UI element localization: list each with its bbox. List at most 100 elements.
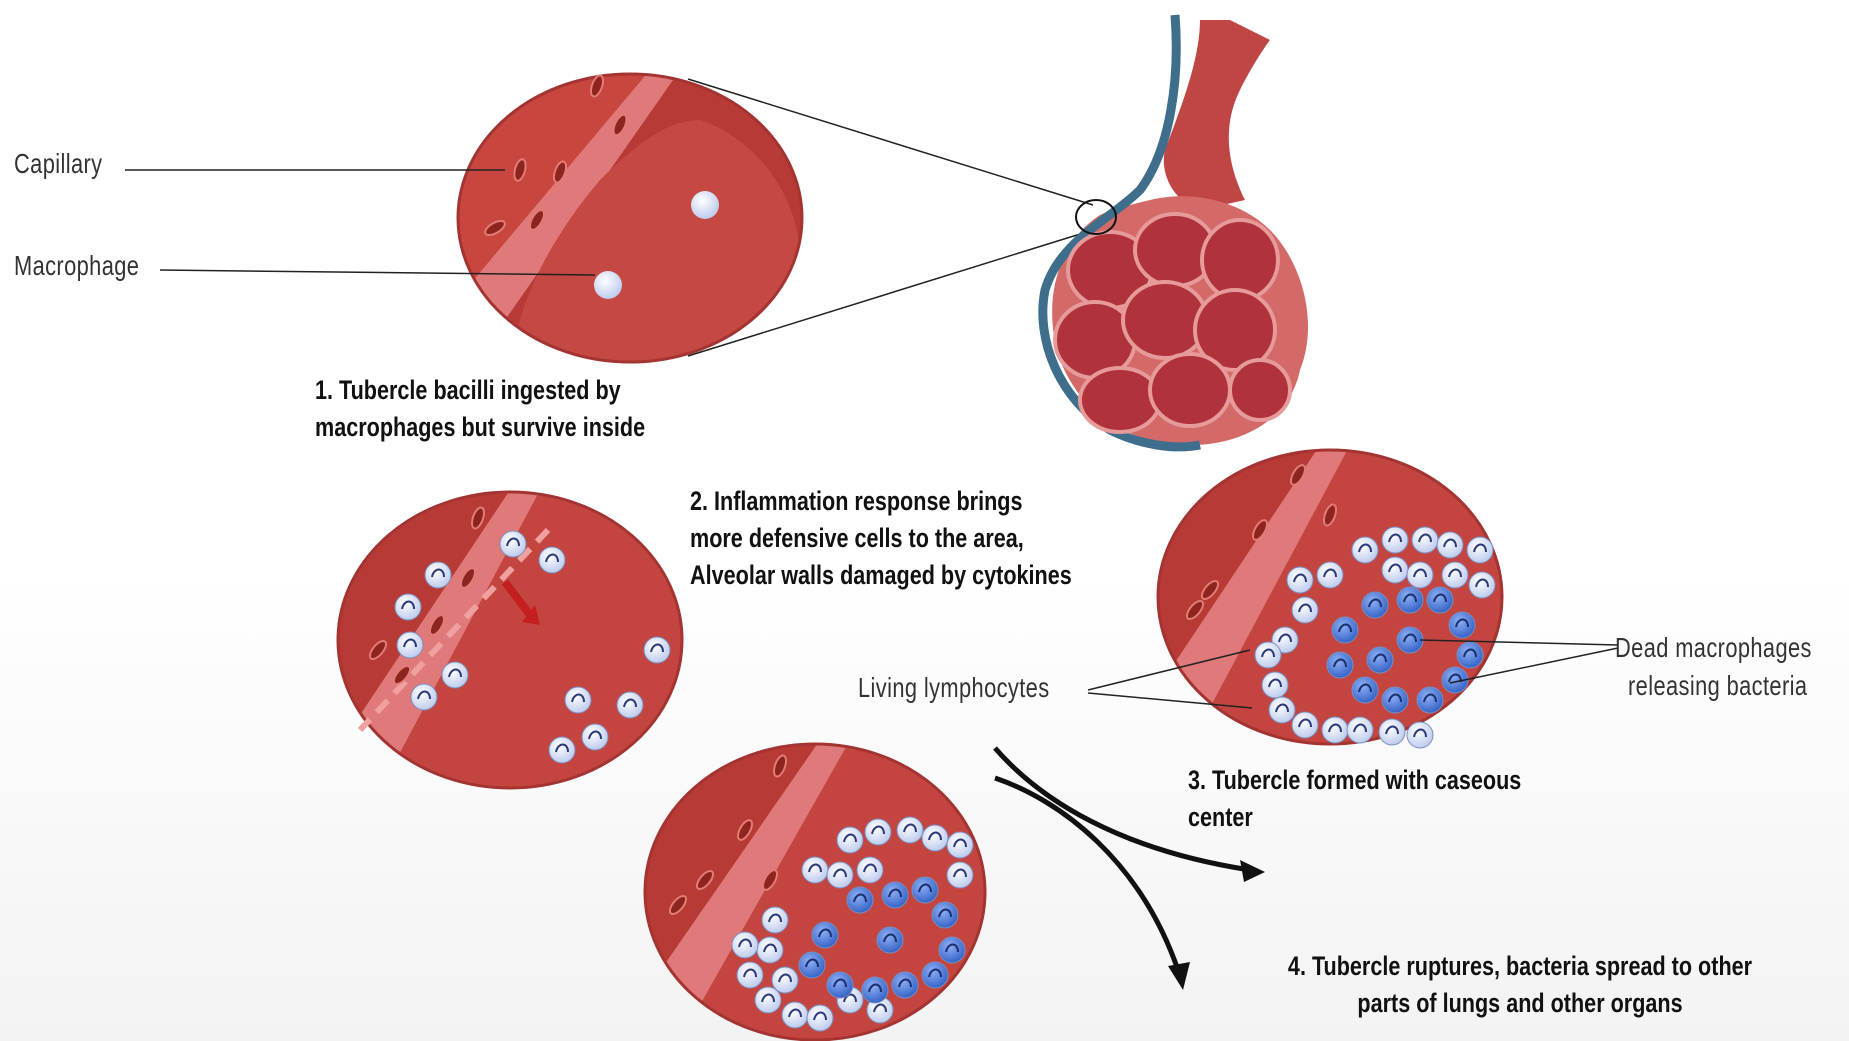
lymphocyte: [1379, 719, 1405, 745]
lymphocyte: [1317, 562, 1343, 588]
step-3-line-2: center: [1188, 799, 1521, 836]
step-4-line-1: 4. Tubercle ruptures, bacteria spread to…: [1240, 948, 1800, 985]
lymphocyte: [947, 862, 973, 888]
lymphocyte: [1437, 532, 1463, 558]
alveoli-cluster: [1043, 15, 1308, 447]
dead-macrophage: [1332, 617, 1358, 643]
lymphocyte: [395, 594, 421, 620]
step-3-line-1: 3. Tubercle formed with caseous: [1188, 762, 1521, 799]
lymphocyte: [807, 1005, 833, 1031]
step-1-line-1: 1. Tubercle bacilli ingested by: [315, 372, 645, 409]
label-dead-macrophages-1: Dead macrophages: [1615, 632, 1812, 664]
dead-macrophage: [922, 962, 948, 988]
lymphocyte: [1292, 712, 1318, 738]
lymphocyte: [1347, 717, 1373, 743]
macrophage-cell: [691, 191, 719, 219]
lymphocyte: [500, 531, 526, 557]
dead-macrophage: [1327, 652, 1353, 678]
dead-macrophage: [877, 927, 903, 953]
macrophage-cell: [594, 271, 622, 299]
dead-macrophage: [1417, 687, 1443, 713]
lymphocyte: [897, 817, 923, 843]
alveolus: [1230, 360, 1290, 420]
stage-4-circle: [640, 740, 1000, 1041]
lymphocyte: [565, 687, 591, 713]
lymphocyte: [411, 684, 437, 710]
lymphocyte: [1292, 597, 1318, 623]
alveolus: [1080, 368, 1160, 432]
step-1-caption: 1. Tubercle bacilli ingested by macropha…: [315, 372, 645, 446]
step-1-line-2: macrophages but survive inside: [315, 409, 645, 446]
dead-macrophage: [939, 937, 965, 963]
lymphocyte: [1382, 557, 1408, 583]
dead-macrophage: [799, 952, 825, 978]
lymphocyte: [1469, 572, 1495, 598]
lymphocyte: [1352, 537, 1378, 563]
dead-macrophage: [882, 882, 908, 908]
dead-macrophage: [1362, 592, 1388, 618]
lymphocyte: [644, 637, 670, 663]
lymphocyte: [782, 1002, 808, 1028]
label-capillary: Capillary: [14, 148, 102, 180]
dead-macrophage: [862, 977, 888, 1003]
spread-arrow-2: [995, 778, 1178, 970]
lymphocyte: [857, 857, 883, 883]
dead-macrophage: [1367, 647, 1393, 673]
dead-macrophage: [912, 877, 938, 903]
step-2-line-1: 2. Inflammation response brings: [690, 483, 1072, 520]
lymphocyte: [737, 962, 763, 988]
lymphocyte: [1287, 567, 1313, 593]
dead-macrophage: [1449, 612, 1475, 638]
dead-macrophage: [932, 902, 958, 928]
lymphocyte: [837, 827, 863, 853]
lymphocyte: [772, 967, 798, 993]
lymphocyte: [1407, 562, 1433, 588]
step-2-caption: 2. Inflammation response brings more def…: [690, 483, 1072, 594]
spread-arrowhead-1: [1240, 860, 1265, 882]
dead-macrophage: [827, 972, 853, 998]
lymphocyte: [762, 907, 788, 933]
lymphocyte: [539, 547, 565, 573]
lymphocyte: [827, 862, 853, 888]
label-macrophage: Macrophage: [14, 250, 139, 282]
dead-macrophage: [1352, 677, 1378, 703]
lymphocyte: [922, 825, 948, 851]
dead-macrophage: [812, 922, 838, 948]
alveolus: [1150, 354, 1230, 426]
lymphocyte: [802, 857, 828, 883]
lymphocyte: [1407, 722, 1433, 748]
lymphocyte: [1255, 642, 1281, 668]
stage-3-circle: [1150, 445, 1510, 755]
lymphocyte: [442, 662, 468, 688]
step-4-line-2: parts of lungs and other organs: [1240, 985, 1800, 1022]
dead-macrophage: [1457, 642, 1483, 668]
lymphocyte: [732, 932, 758, 958]
dead-macrophage: [892, 972, 918, 998]
dead-macrophage: [847, 887, 873, 913]
lymphocyte: [1412, 527, 1438, 553]
lymphocyte: [549, 737, 575, 763]
lymphocyte: [1322, 717, 1348, 743]
lymphocyte: [1382, 527, 1408, 553]
label-living-lymphocytes: Living lymphocytes: [858, 672, 1050, 704]
lymphocyte: [1262, 672, 1288, 698]
step-2-line-2: more defensive cells to the area,: [690, 520, 1072, 557]
lymphocyte: [397, 632, 423, 658]
step-4-caption: 4. Tubercle ruptures, bacteria spread to…: [1240, 948, 1800, 1022]
lymphocyte: [757, 937, 783, 963]
lymphocyte: [582, 724, 608, 750]
dead-macrophage: [1427, 587, 1453, 613]
spread-arrowhead-2: [1168, 962, 1190, 990]
alveolus: [1202, 220, 1278, 300]
dead-macrophage: [1397, 627, 1423, 653]
lymphocyte: [425, 562, 451, 588]
label-dead-macrophages-2: releasing bacteria: [1628, 670, 1807, 702]
lymphocyte: [947, 832, 973, 858]
lymphocyte: [865, 819, 891, 845]
step-3-caption: 3. Tubercle formed with caseous center: [1188, 762, 1521, 836]
dead-macrophage: [1397, 587, 1423, 613]
step-2-line-3: Alveolar walls damaged by cytokines: [690, 557, 1072, 594]
dead-macrophage: [1382, 687, 1408, 713]
lymphocyte: [617, 692, 643, 718]
lymphocyte: [1269, 697, 1295, 723]
